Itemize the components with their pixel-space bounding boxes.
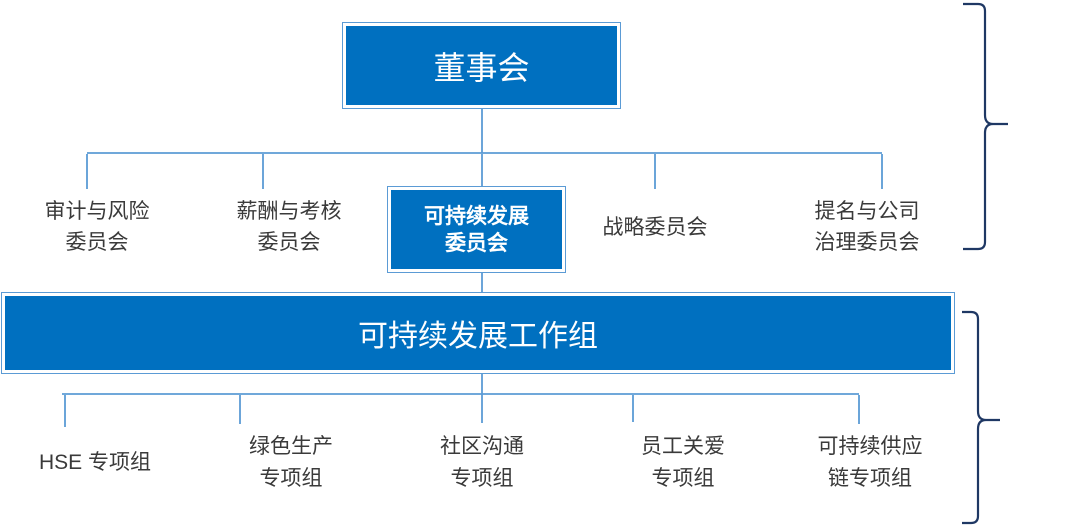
- node-label-line: 绿色生产: [249, 435, 333, 458]
- node-label-line: 专项组: [651, 467, 715, 490]
- bottom-tree-connectors: [62, 373, 860, 427]
- node-board-of-directors: 董事会: [342, 22, 621, 109]
- node-nomination-governance-committee: 提名与公司 治理委员会: [757, 192, 977, 262]
- node-hse-task-group: HSE 专项组: [0, 426, 205, 500]
- node-sustainability-committee: 可持续发展 委员会: [387, 186, 566, 273]
- node-community-communication-task-group: 社区沟通 专项组: [372, 426, 592, 500]
- node-strategy-committee: 战略委员会: [545, 192, 765, 262]
- node-label-line: 社区沟通: [440, 435, 524, 458]
- node-label-line: 委员会: [257, 231, 321, 254]
- node-label-line: 专项组: [259, 467, 323, 490]
- node-label-line: 专项组: [450, 467, 514, 490]
- node-label-line: 委员会: [65, 231, 129, 254]
- node-audit-risk-committee: 审计与风险 委员会: [0, 192, 207, 262]
- node-sustainable-supply-chain-task-group: 可持续供应 链专项组: [760, 426, 980, 500]
- node-label: 可持续发展工作组: [358, 320, 598, 353]
- board-committees-bracket: [963, 2, 1008, 251]
- node-label-line: 委员会: [445, 231, 508, 255]
- node-label-line: 薪酬与考核: [236, 200, 342, 223]
- node-label-line: 战略委员会: [602, 215, 708, 239]
- node-label-line: 链专项组: [828, 467, 912, 490]
- node-label-line: HSE 专项组: [38, 451, 151, 474]
- node-label: 董事会: [433, 49, 530, 86]
- working-group-bracket: [962, 310, 1000, 525]
- node-label-line: 可持续发展: [424, 204, 529, 228]
- node-label-line: 提名与公司: [814, 200, 920, 223]
- node-green-production-task-group: 绿色生产 专项组: [181, 426, 401, 500]
- node-label-line: 治理委员会: [814, 231, 920, 254]
- node-label-line: 员工关爱: [641, 435, 725, 458]
- node-label-line: 可持续供应: [817, 435, 923, 458]
- node-label-line: 审计与风险: [44, 200, 150, 223]
- node-remuneration-assessment-committee: 薪酬与考核 委员会: [179, 192, 399, 262]
- node-sustainability-working-group: 可持续发展工作组: [1, 292, 955, 374]
- top-tree-connectors: [86, 108, 883, 293]
- node-employee-care-task-group: 员工关爱 专项组: [573, 426, 793, 500]
